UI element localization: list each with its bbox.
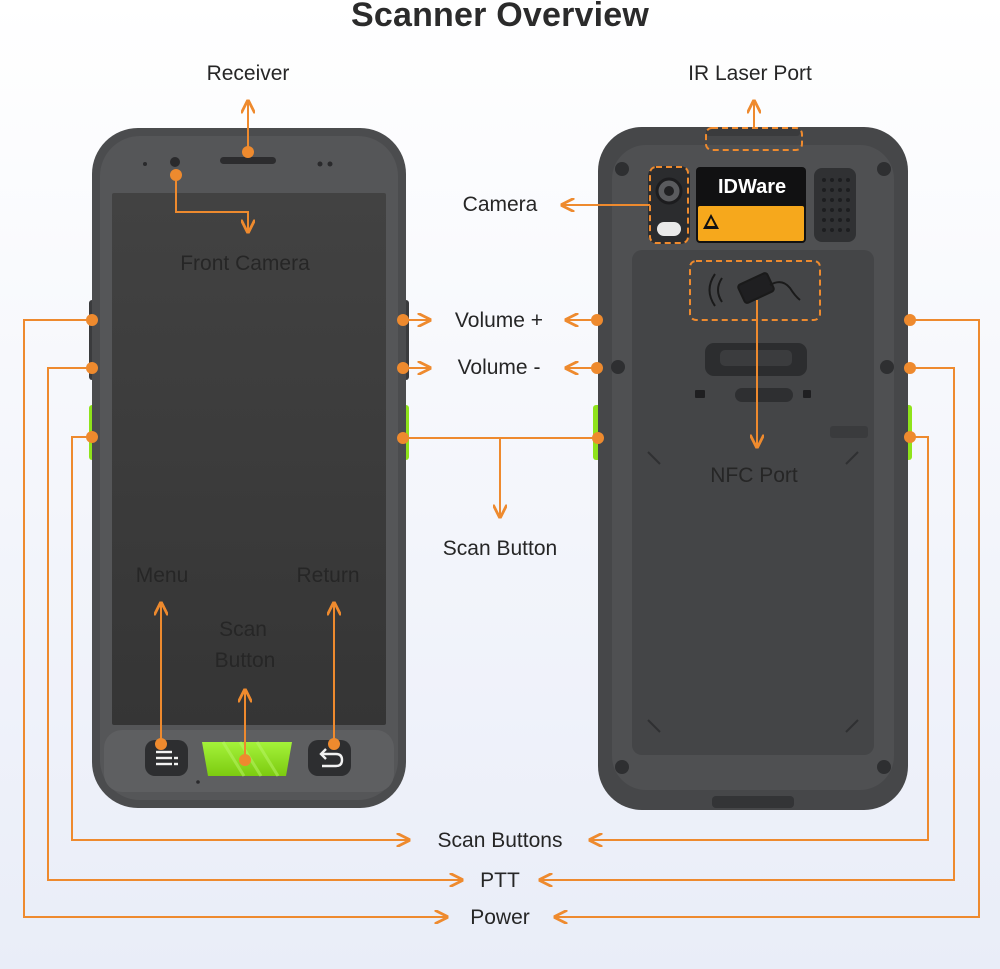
screw [615,162,629,176]
scan-buttons-label: Scan Buttons [437,829,563,852]
ptt-left-line [47,367,462,880]
scan-button-front-label-line2: Button [214,649,276,672]
scan-buttons-left-line [71,436,409,840]
nfc-icon [708,272,801,307]
ir-laser-window [706,128,800,136]
bottom-connector [712,796,794,808]
unlock-icon [695,390,705,398]
front-camera-arrow [175,175,248,232]
scan-buttons-right-line [590,436,929,840]
flash [657,222,681,236]
scan-button-side-label: Scan Button [442,537,558,560]
return-label: Return [296,564,360,587]
screw [615,760,629,774]
front-camera-lens [170,157,180,167]
cover-marks [647,451,859,733]
screw [877,760,891,774]
power-left-line [23,319,447,917]
nfc-port-label: NFC Port [710,464,798,487]
power-right-line [555,319,980,917]
speaker-holes [822,178,850,232]
battery-lock [735,388,793,402]
back-device [593,127,912,810]
power-label: Power [470,906,530,929]
camera-label: Camera [462,193,538,216]
front-screen [112,193,386,725]
callout-dots [86,146,916,766]
screw [611,360,625,374]
return-icon [319,748,344,768]
return-key [308,740,351,776]
scan-button-front-label-line1: Scan [219,618,267,641]
front-sensor-3 [327,161,333,167]
laser-warning-icon [703,214,719,229]
receiver-label: Receiver [206,62,290,85]
menu-icon [156,750,178,766]
ptt-right-line [540,367,955,880]
screw [880,360,894,374]
ptt-label: PTT [480,869,520,892]
screw [877,162,891,176]
battery-latch [830,426,868,438]
volume-minus-label: Volume - [457,356,541,379]
ir-laser-port-label: IR Laser Port [688,62,812,85]
lock-icon [803,390,811,398]
brand-label-text: IDWare [718,176,787,198]
volume-plus-label: Volume + [454,309,544,332]
front-device [89,128,409,808]
page-title: Scanner Overview [350,0,650,34]
front-camera-label: Front Camera [180,252,310,275]
front-sensor [143,162,147,166]
front-sensor-2 [317,161,323,167]
receiver-grill [220,157,276,164]
brand-label-yellow [698,206,804,241]
rear-speaker [814,168,856,242]
nfc-box [689,260,821,321]
menu-label: Menu [135,564,189,587]
rear-camera-center [664,186,674,196]
front-mic [196,780,200,784]
battery-cover [632,250,874,755]
callouts [23,101,980,917]
